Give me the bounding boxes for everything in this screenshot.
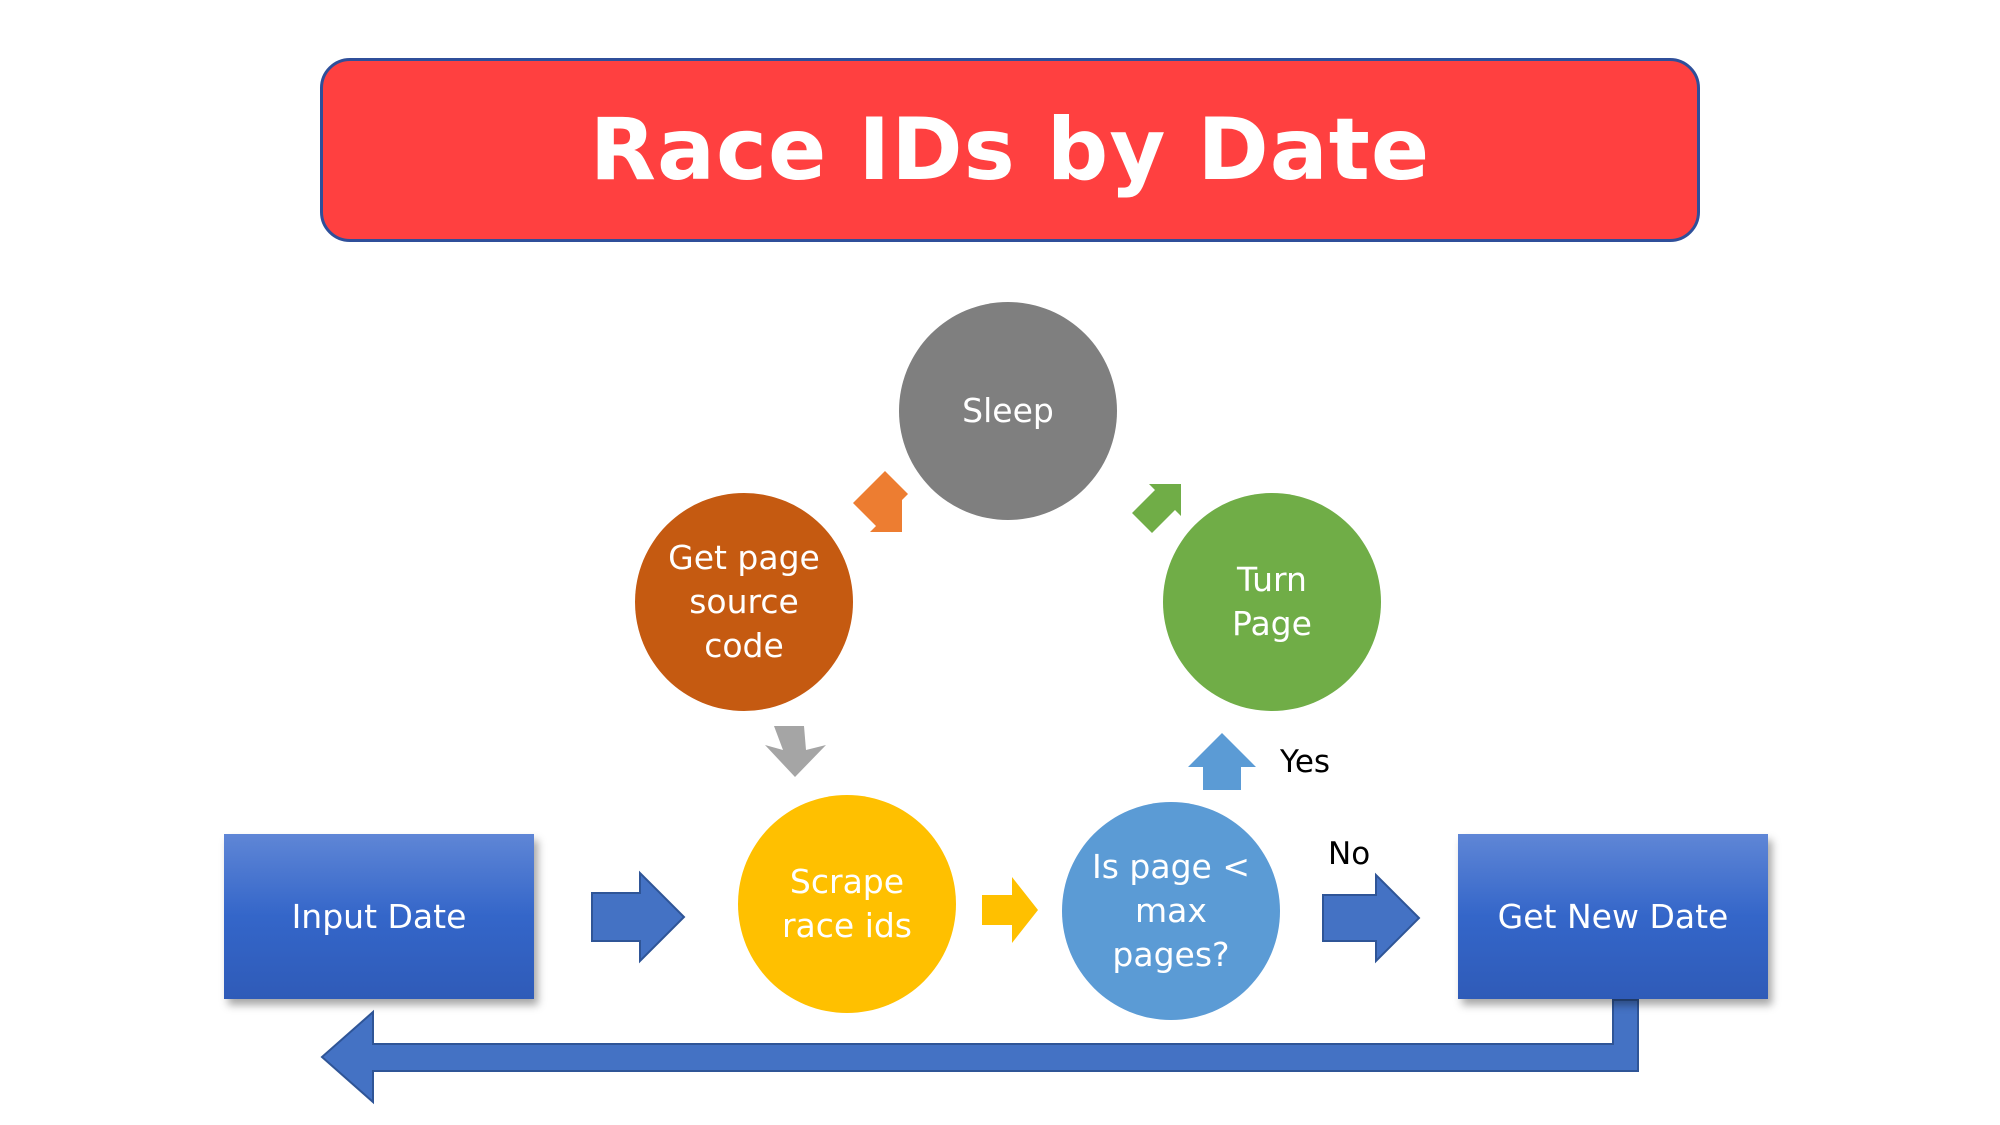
arrow-decision-to-new-date xyxy=(1322,872,1421,964)
arrow-sleep-to-page-source xyxy=(853,471,908,532)
title-banner: Race IDs by Date xyxy=(320,58,1700,242)
node-input-date: Input Date xyxy=(224,834,534,999)
arrow-page-source-to-scrape xyxy=(765,726,826,777)
node-is-page-less-than-max: Is page < max pages? xyxy=(1062,802,1280,1020)
node-turn-page-label: Turn Page xyxy=(1232,560,1312,643)
arrow-decision-to-turn-page xyxy=(1188,733,1256,790)
arrow-return-loop xyxy=(320,999,1639,1105)
node-input-date-label: Input Date xyxy=(291,897,467,936)
node-scrape-race-ids: Scrape race ids xyxy=(738,795,956,1013)
diagram-title: Race IDs by Date xyxy=(589,100,1431,200)
node-sleep: Sleep xyxy=(899,302,1117,520)
node-get-new-date: Get New Date xyxy=(1458,834,1768,999)
node-get-new-date-label: Get New Date xyxy=(1497,897,1729,936)
edge-label-yes: Yes xyxy=(1280,744,1331,780)
edge-label-no: No xyxy=(1328,836,1371,872)
arrow-input-to-scrape xyxy=(591,870,686,964)
node-decision-label: Is page < max pages? xyxy=(1092,847,1250,974)
node-scrape-label: Scrape race ids xyxy=(781,862,913,945)
node-get-page-source-label: Get page source code xyxy=(668,538,820,665)
arrow-scrape-to-decision xyxy=(982,877,1038,943)
node-get-page-source: Get page source code xyxy=(635,493,853,711)
node-turn-page: Turn Page xyxy=(1163,493,1381,711)
node-sleep-label: Sleep xyxy=(962,391,1054,430)
arrow-turn-page-to-sleep xyxy=(1132,484,1181,533)
